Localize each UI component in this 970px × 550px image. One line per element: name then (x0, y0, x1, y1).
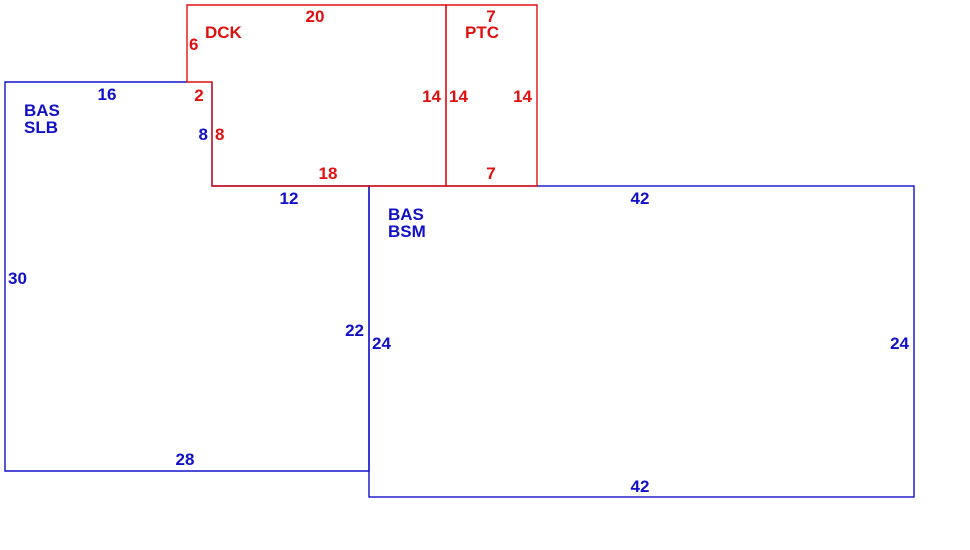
dim-ptc-left: 14 (449, 87, 468, 106)
dim-dck-right: 14 (422, 87, 441, 106)
dim-ptc-right: 14 (513, 87, 532, 106)
bas-slb-outline (4, 81, 370, 472)
dim-slb-left: 30 (8, 269, 27, 288)
dim-ptc-bottom: 7 (486, 164, 495, 183)
room-label-bas-bsm-line1: BAS (388, 205, 424, 224)
dim-bsm-top: 42 (631, 189, 650, 208)
ptc-outline (445, 4, 538, 187)
dim-bsm-right: 24 (890, 334, 909, 353)
dim-dck-left-upper: 6 (189, 35, 198, 54)
dim-ptc-top: 7 (486, 7, 495, 26)
dim-slb-top: 16 (98, 85, 117, 104)
room-label-bas-slb-line1: BAS (24, 101, 60, 120)
dim-slb-notch-bottom: 12 (280, 189, 299, 208)
dim-slb-right-lower: 22 (345, 321, 364, 340)
bas-bsm-outline (368, 185, 915, 498)
dim-dck-left-step: 2 (194, 86, 203, 105)
room-label-bas-bsm-line2: BSM (388, 222, 426, 241)
dim-bsm-bottom: 42 (631, 477, 650, 496)
dim-dck-bottom: 18 (319, 164, 338, 183)
room-label-dck: DCK (205, 23, 243, 42)
room-label-bas-slb-line2: SLB (24, 118, 58, 137)
dim-dck-left-lower: 8 (215, 125, 224, 144)
dim-slb-notch-side: 8 (199, 125, 208, 144)
dim-bsm-left: 24 (372, 334, 391, 353)
dim-dck-top: 20 (306, 7, 325, 26)
dim-slb-bottom: 28 (176, 450, 195, 469)
room-label-ptc: PTC (465, 23, 499, 42)
